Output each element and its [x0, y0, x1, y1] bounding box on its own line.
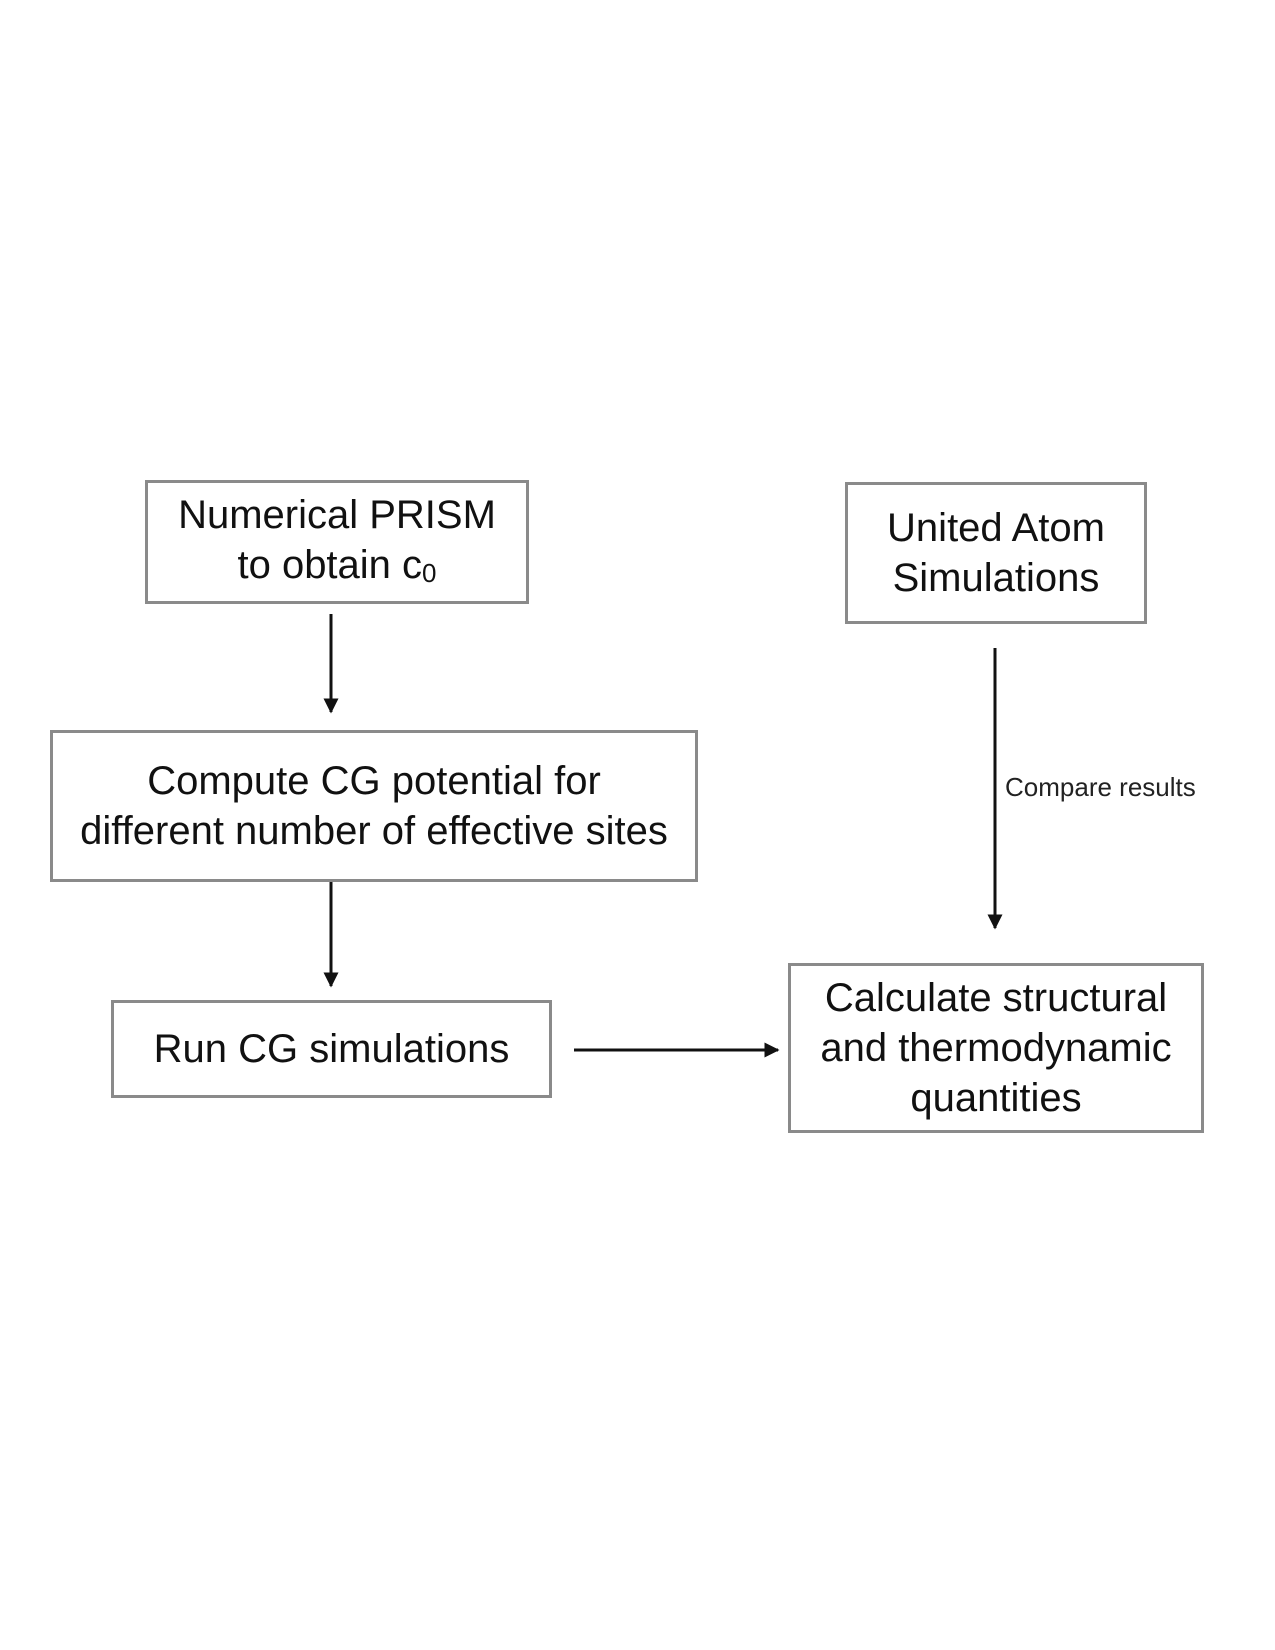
node-label-line: Run CG simulations: [153, 1027, 510, 1071]
node-compute-cg-potential: Compute CG potential for different numbe…: [50, 730, 698, 882]
node-run-cg-simulations: Run CG simulations: [111, 1000, 552, 1098]
node-label-line: Compute CG potential for: [147, 759, 601, 803]
edge-label-compare-results: Compare results: [1005, 772, 1196, 802]
node-label-line: Numerical PRISM: [178, 493, 496, 537]
node-label-line: and thermodynamic: [820, 1026, 1172, 1070]
node-label-main: to obtain c: [237, 543, 423, 587]
node-numerical-prism: Numerical PRISM to obtain c0: [145, 480, 529, 604]
subscript-label: 0: [422, 558, 437, 588]
node-label-line: to obtain c0: [237, 540, 436, 594]
node-united-atom-simulations: United Atom Simulations: [845, 482, 1147, 624]
node-label-line: different number of effective sites: [80, 809, 668, 853]
node-label-line: quantities: [910, 1076, 1082, 1120]
node-label-line: Simulations: [892, 556, 1100, 600]
node-label-line: United Atom: [887, 506, 1105, 550]
node-label-line: Calculate structural: [824, 976, 1168, 1020]
node-calculate-quantities: Calculate structural and thermodynamic q…: [788, 963, 1204, 1133]
